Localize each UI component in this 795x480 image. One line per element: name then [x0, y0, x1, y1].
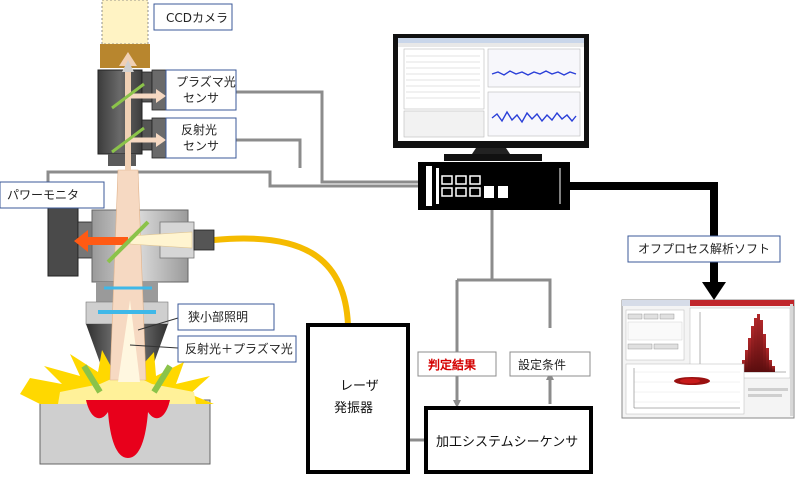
sensor-stack — [97, 69, 167, 166]
label-power-monitor: パワーモニタ — [0, 181, 105, 209]
svg-text:反射光: 反射光 — [181, 122, 217, 137]
label-plasma-sensor: プラズマ光 センサ — [165, 69, 237, 111]
cable-power-monitor — [46, 170, 420, 190]
cable-reflect-sensor — [236, 138, 302, 168]
illumination-lamp-right — [151, 364, 173, 394]
beam-splitter-mirror — [106, 220, 150, 264]
incoming-laser-beam — [129, 231, 193, 249]
svg-text:プラズマ光: プラズマ光 — [176, 74, 236, 89]
label-reflect-plasma: 反射光＋プラズマ光 — [177, 335, 297, 363]
label-narrow-illumination: 狭小部照明 — [177, 303, 275, 331]
label-judgement-result: 判定結果 — [417, 351, 497, 377]
svg-text:発振器: 発振器 — [334, 401, 373, 416]
svg-text:判定結果: 判定結果 — [428, 357, 476, 372]
svg-text:レーザ: レーザ — [340, 379, 379, 394]
svg-text:反射光＋プラズマ光: 反射光＋プラズマ光 — [185, 341, 293, 356]
ccd-camera — [100, 0, 150, 68]
arrow-to-analysis-pc — [702, 282, 726, 300]
controller-box — [418, 162, 570, 210]
laser-fiber — [213, 235, 351, 326]
svg-text:CCDカメラ: CCDカメラ — [166, 11, 228, 25]
sequencer-box: 加工システムシーケンサ — [424, 406, 593, 474]
label-offprocess-software: オフプロセス解析ソフト — [627, 235, 781, 263]
svg-text:パワーモニタ: パワーモニタ — [7, 188, 79, 202]
svg-text:センサ: センサ — [183, 91, 219, 105]
callout-lines — [129, 317, 179, 349]
label-reflect-sensor: 反射光 センサ — [165, 117, 237, 159]
analysis-software-screen — [621, 299, 795, 419]
laser-oscillator: レーザ 発振器 — [306, 323, 410, 474]
gray-cables — [46, 90, 554, 442]
svg-text:設定条件: 設定条件 — [518, 357, 566, 372]
cable-to-analysis-pc — [570, 182, 718, 282]
illumination-lamp-left — [81, 364, 103, 394]
label-setting-conditions: 設定条件 — [509, 351, 591, 377]
svg-text:オフプロセス解析ソフト: オフプロセス解析ソフト — [638, 242, 770, 256]
beam-paths — [74, 52, 193, 394]
cable-plasma-sensor — [236, 90, 420, 184]
melt-pool — [86, 400, 170, 458]
svg-text:狭小部照明: 狭小部照明 — [188, 309, 248, 324]
svg-text:センサ: センサ — [183, 139, 219, 153]
pc-monitor — [393, 34, 589, 161]
svg-text:加工システムシーケンサ: 加工システムシーケンサ — [436, 435, 578, 450]
optical-body — [91, 209, 215, 283]
label-ccd-camera: CCDカメラ — [153, 3, 233, 31]
cable-judgement — [457, 278, 552, 328]
